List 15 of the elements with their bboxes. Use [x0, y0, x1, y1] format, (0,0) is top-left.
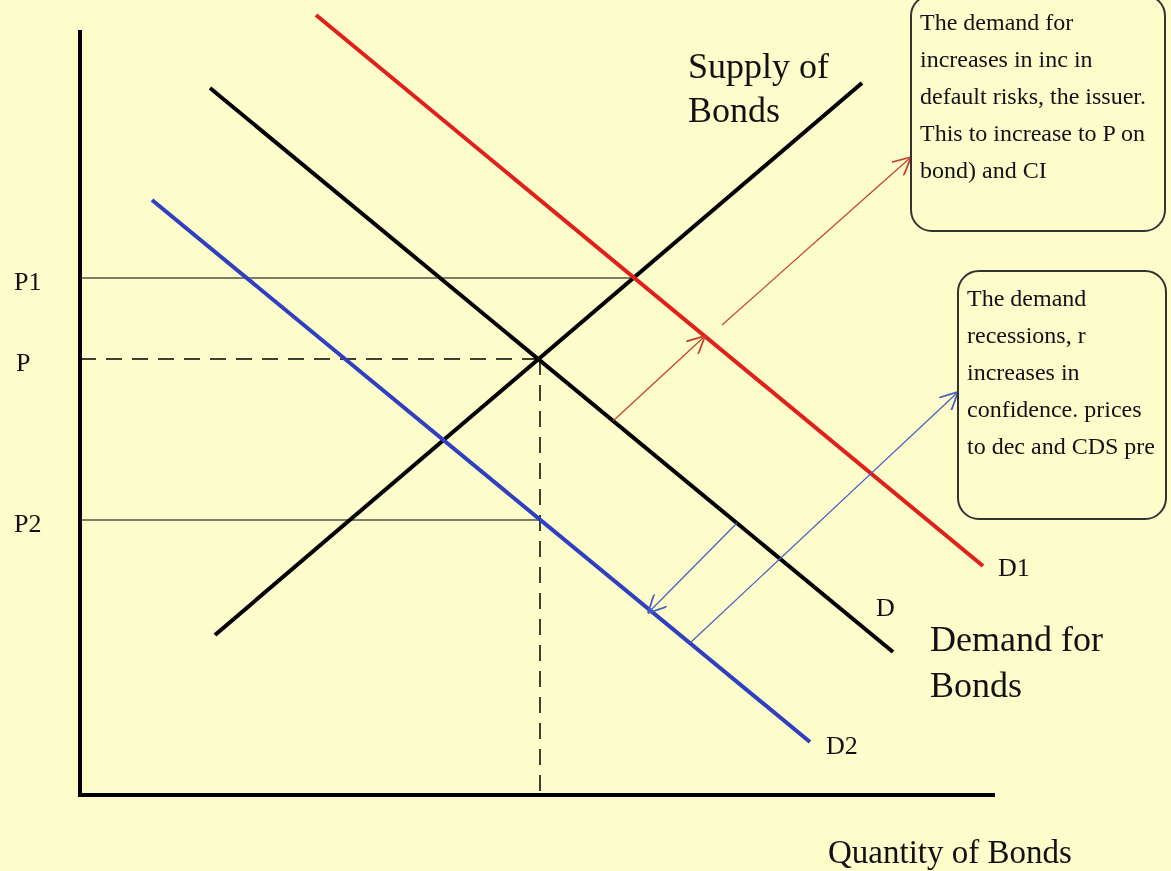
axis-tick-label: P [16, 347, 31, 379]
axis-tick-label: P1 [14, 266, 42, 298]
callout-text: The demand for increases in inc in default risks, the issuer. This to increase to P on bond) and CI [920, 8, 1147, 185]
curve-label: Demand for Bonds [930, 618, 1104, 707]
curve-label: D [876, 592, 895, 624]
axis-tick-label: P2 [14, 508, 42, 540]
callout-box [910, 0, 1166, 232]
leader-arrow [721, 156, 912, 326]
leader-arrow [689, 391, 959, 644]
axis-title: Quantity of Bonds [828, 833, 1072, 871]
curve-label: D2 [826, 730, 858, 762]
curve-label: Supply of Bonds [688, 45, 830, 132]
callout-text: The demand recessions, r increases in confidence. prices to dec and CDS pre [967, 284, 1156, 461]
curve-label: D1 [998, 552, 1030, 584]
callout-box [957, 270, 1167, 520]
